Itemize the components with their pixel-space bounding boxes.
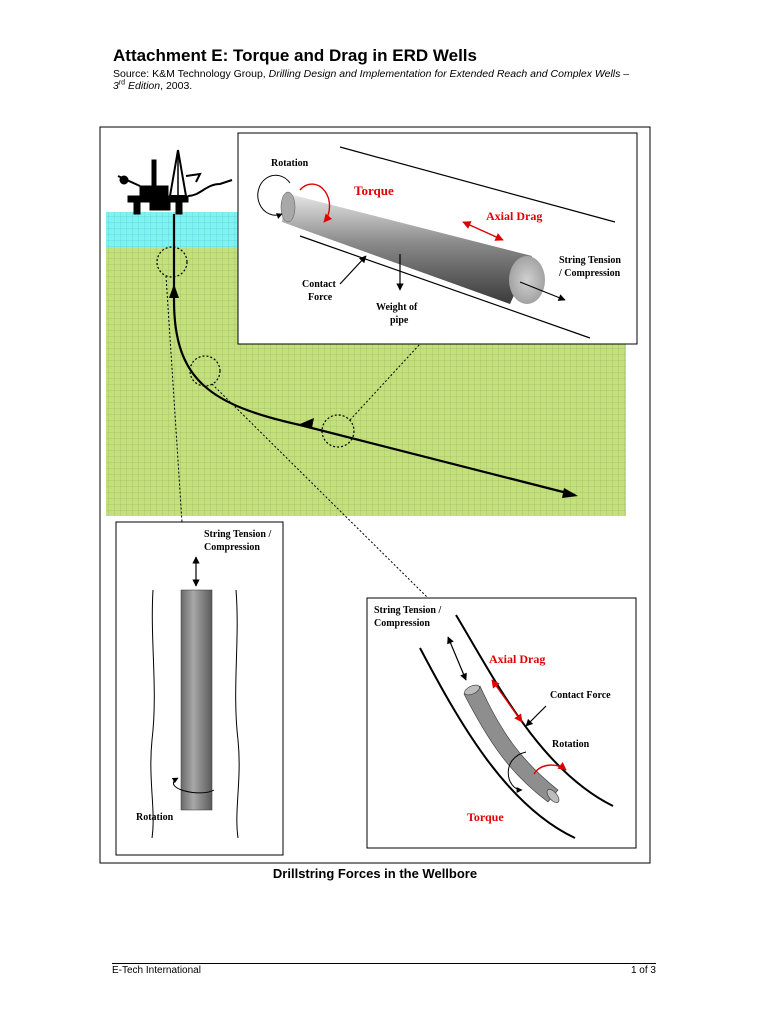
- well-path: [172, 214, 576, 497]
- page-title: Attachment E: Torque and Drag in ERD Wel…: [113, 46, 477, 65]
- top-contact-force-label-2: Force: [308, 292, 333, 303]
- left-inset: String Tension / Compression Rotation: [115, 521, 284, 856]
- footer-left: E-Tech International: [112, 965, 201, 976]
- detail-circle-tangent: [321, 414, 355, 448]
- source-citation: Source: K&M Technology Group, Drilling D…: [113, 68, 630, 92]
- top-string-tension-label-1: String Tension: [559, 255, 621, 266]
- top-weight-label-2: pipe: [390, 315, 409, 326]
- detail-circle-curve: [189, 355, 221, 387]
- top-contact-force-label-1: Contact: [302, 279, 337, 290]
- right-inset: String Tension / Compression Axial Drag …: [366, 597, 637, 849]
- leader-line-vertical: [165, 275, 183, 523]
- detail-circle-top: [156, 246, 188, 278]
- left-string-tension-label-1: String Tension /: [204, 529, 271, 540]
- footer-divider: [112, 963, 656, 964]
- right-string-tension-label-2: Compression: [374, 618, 430, 629]
- top-inset: Rotation Torque Axial Drag String Tensio…: [237, 132, 638, 345]
- page-number: 1 of 3: [630, 965, 656, 976]
- right-rotation-label: Rotation: [552, 739, 590, 750]
- well-arrow-mid: [300, 418, 314, 428]
- top-axial-drag-label: Axial Drag: [486, 209, 542, 223]
- left-string-tension-label-2: Compression: [204, 542, 260, 553]
- right-axial-drag-label: Axial Drag: [489, 652, 545, 666]
- top-rotation-label: Rotation: [271, 158, 309, 169]
- top-torque-label: Torque: [354, 183, 394, 198]
- top-weight-label-1: Weight of: [376, 302, 418, 313]
- leader-line-tangent: [349, 343, 421, 421]
- well-arrow-tip: [562, 488, 578, 498]
- right-string-tension-label-1: String Tension /: [374, 605, 441, 616]
- leader-line-curve: [211, 383, 429, 599]
- offshore-rig-icon: [117, 149, 233, 215]
- figure-caption: Drillstring Forces in the Wellbore: [272, 866, 478, 881]
- top-string-tension-label-2: / Compression: [558, 268, 621, 279]
- well-arrow-up: [169, 284, 179, 298]
- right-torque-label: Torque: [467, 810, 504, 824]
- right-contact-force-label: Contact Force: [550, 690, 611, 701]
- left-rotation-label: Rotation: [136, 812, 174, 823]
